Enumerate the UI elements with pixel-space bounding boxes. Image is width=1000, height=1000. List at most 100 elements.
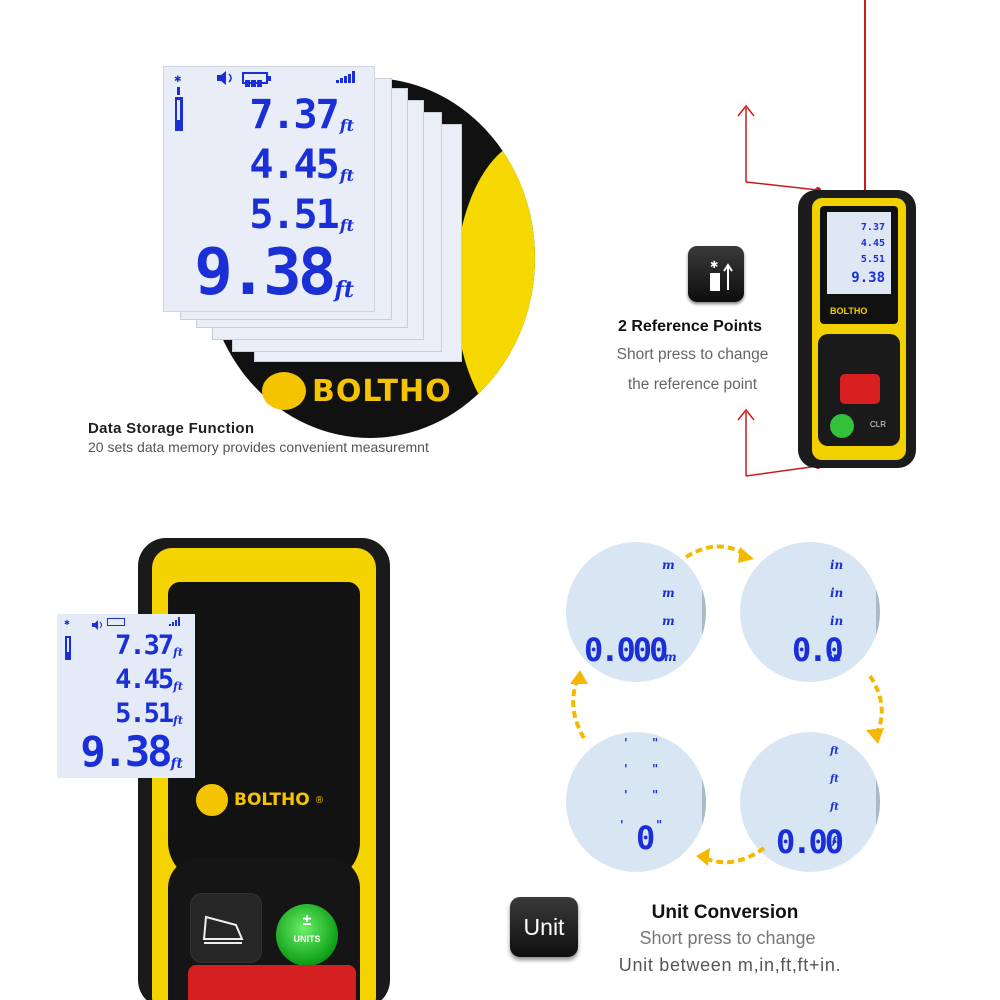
reference-arrows: [737, 104, 821, 477]
unit-label: m: [662, 614, 675, 628]
feet-mark: ': [624, 788, 628, 802]
brand-name: BOLTHO: [312, 373, 452, 409]
cycle-arrow-up-icon: [570, 670, 588, 740]
measure-button[interactable]: [188, 965, 356, 1000]
reading-unit: ft: [339, 216, 354, 235]
laser-reference-icon: ✱: [172, 73, 186, 131]
unit-conversion-description: Unit between m,in,ft,ft+in.: [618, 955, 842, 975]
unit-display-inches: in in in 0.0 in: [740, 542, 880, 682]
rangefinder-device-small: 7.37 4.45 5.51 9.38 BOLTHO CLR: [798, 190, 916, 468]
units-button-label: UNITS: [293, 934, 321, 944]
svg-text:✱: ✱: [174, 75, 182, 85]
svg-text:✱: ✱: [64, 619, 70, 627]
unit-label: ft: [830, 802, 839, 813]
reading-value: 4.45: [860, 238, 885, 249]
reading-row: 7.37 ft: [249, 95, 354, 135]
reference-title: 2 Reference Points: [617, 318, 763, 335]
unit-label: m: [662, 586, 675, 600]
feet-mark: ': [624, 736, 628, 750]
clear-key-label: CLR: [870, 420, 887, 429]
reading-unit: ft: [173, 646, 183, 659]
unit-label: in: [828, 650, 842, 664]
reading-unit: ft: [173, 680, 183, 693]
reading-row: 7.37 ft: [115, 632, 183, 659]
inch-mark: ": [652, 736, 659, 750]
reference-point-icon: ✱: [688, 246, 744, 302]
laser-reference-icon: ✱: [63, 618, 73, 665]
reading-value: 4.45: [249, 142, 339, 188]
feet-mark: ': [624, 762, 628, 776]
unit-value: 0: [636, 819, 655, 857]
registered-mark: ®: [315, 794, 324, 806]
plus-minus-icon: ±: [302, 912, 312, 929]
reference-description: the reference point: [627, 376, 758, 393]
unit-display-meters: m m m 0.000 m: [566, 542, 706, 682]
laser-beam: [864, 0, 866, 192]
unit-value: 0.000: [584, 631, 668, 669]
reading-unit: ft: [339, 116, 354, 135]
unit-label: ft: [832, 836, 841, 847]
cycle-arrow-down-icon: [866, 674, 884, 744]
measure-key[interactable]: [840, 374, 880, 404]
reading-row-main: 9.38 ft: [194, 236, 354, 310]
device-screen: 7.37 4.45 5.51 9.38 BOLTHO: [820, 206, 898, 324]
reading-value: 5.51: [115, 698, 174, 729]
signal-icon: [336, 71, 355, 83]
power-key[interactable]: [830, 414, 854, 438]
reading-value: 7.37: [249, 92, 339, 138]
reading-value-main: 9.38: [80, 727, 172, 776]
brand-name: BOLTHO: [234, 790, 310, 810]
unit-label: in: [830, 558, 844, 572]
device-edge-decoration: [455, 138, 535, 438]
horse-logo-icon: [196, 784, 228, 816]
unit-label: m: [662, 558, 675, 572]
inch-mark: ": [656, 818, 663, 832]
reading-unit: ft: [170, 756, 184, 772]
reading-value-main: 9.38: [851, 270, 885, 286]
area-measure-icon: [202, 915, 244, 944]
speaker-icon: [216, 71, 236, 90]
storage-lcd-display: ✱ 7.37 ft 4.45 ft 5.51 ft 9.38 ft: [163, 66, 375, 312]
unit-label: ft: [830, 774, 839, 785]
unit-conversion-description: Short press to change: [639, 928, 816, 948]
reading-unit: ft: [339, 166, 354, 185]
brand-logo: BOLTHO ®: [196, 784, 323, 816]
reading-row: 5.51 ft: [115, 700, 183, 727]
cycle-arrow-right-icon: [684, 544, 754, 563]
unit-label: in: [830, 614, 844, 628]
device-keypad: CLR: [818, 334, 900, 446]
device-body: 7.37 4.45 5.51 9.38 BOLTHO CLR: [812, 198, 906, 460]
storage-description: 20 sets data memory provides convenient …: [88, 439, 429, 455]
reading-value: 7.37: [860, 222, 885, 233]
unit-value: 0.00: [776, 823, 844, 861]
reading-unit: ft: [173, 714, 183, 727]
units-button[interactable]: ± UNITS: [276, 904, 338, 966]
unit-value: 0.0: [792, 631, 844, 669]
measure-mode-button[interactable]: [190, 893, 262, 963]
unit-label: ft: [830, 746, 839, 757]
reading-value-main: 9.38: [194, 236, 336, 310]
reference-description: Short press to change: [616, 346, 769, 363]
storage-title: Data Storage Function: [88, 420, 255, 437]
battery-icon: [242, 72, 271, 87]
unit-label: in: [830, 586, 844, 600]
unit-label: m: [664, 650, 677, 664]
feet-mark: ': [620, 818, 624, 832]
svg-text:✱: ✱: [710, 260, 718, 271]
inch-mark: ": [652, 788, 659, 802]
reading-value: 5.51: [249, 192, 339, 238]
speaker-icon: [91, 617, 105, 635]
brand-name: BOLTHO: [830, 306, 868, 316]
reading-row-main: 9.38 ft: [80, 727, 184, 776]
battery-icon: [107, 618, 125, 626]
signal-icon: [169, 617, 180, 626]
brand-logo: BOLTHO: [262, 372, 452, 410]
unit-key-icon: Unit: [510, 897, 578, 957]
mini-lcd-display: 7.37 4.45 5.51 9.38: [827, 212, 891, 294]
unit-conversion-title: Unit Conversion: [651, 902, 799, 923]
inch-mark: ": [652, 762, 659, 776]
reading-unit: ft: [334, 277, 354, 303]
reading-row: 5.51 ft: [249, 195, 354, 235]
large-lcd-display: ✱ 7.37 ft 4.45 ft 5.51 ft 9.38 ft: [57, 614, 195, 778]
unit-display-feet-inches: ' " ' " ' " ' 0 ": [566, 732, 706, 872]
